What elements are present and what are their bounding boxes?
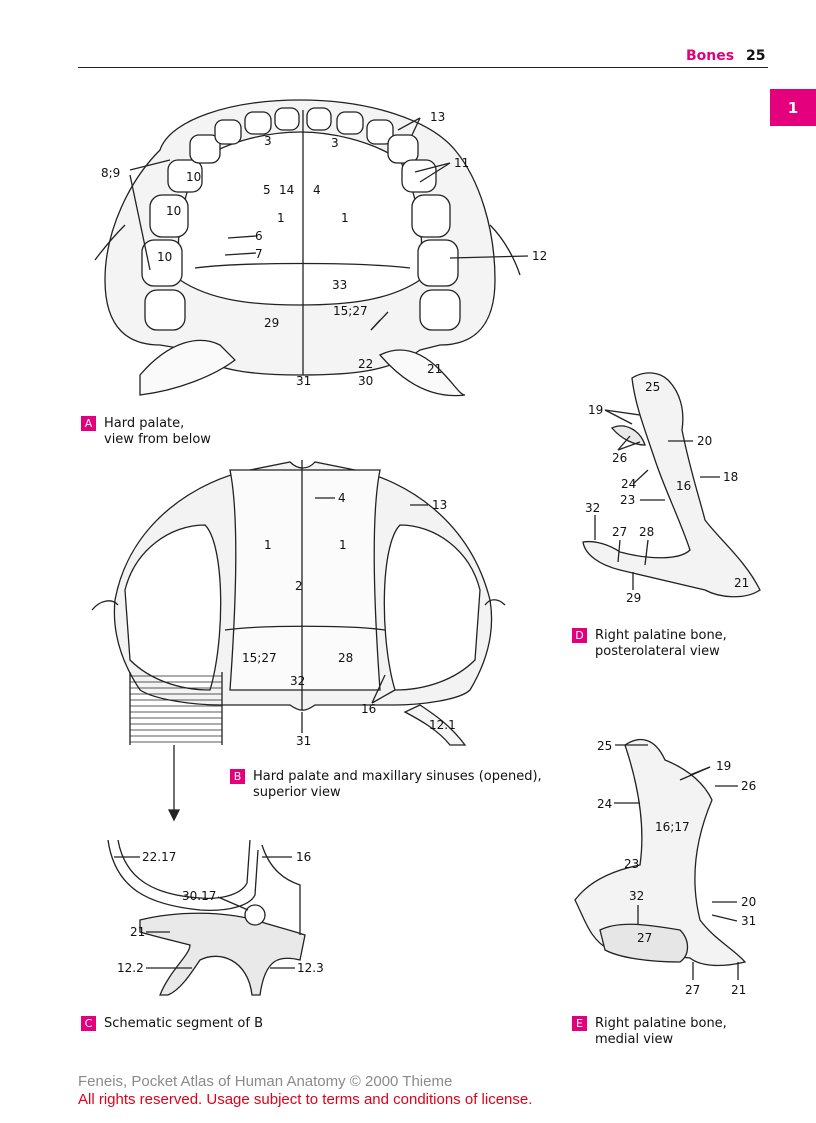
label: 4 bbox=[313, 183, 321, 197]
schematic-segment-drawing bbox=[107, 839, 306, 996]
label: 15;27 bbox=[242, 651, 277, 665]
label: 30.17 bbox=[182, 889, 217, 903]
label: 16 bbox=[296, 850, 312, 864]
label: 26 bbox=[612, 451, 628, 465]
label: 1 bbox=[277, 211, 285, 225]
label: 29 bbox=[264, 316, 280, 330]
label: 27 bbox=[685, 983, 701, 997]
label: 7 bbox=[255, 247, 263, 261]
label: 31 bbox=[741, 914, 757, 928]
label: 32 bbox=[290, 674, 306, 688]
label: 27 bbox=[637, 931, 653, 945]
label: 21 bbox=[130, 925, 146, 939]
label: 1 bbox=[339, 538, 347, 552]
label: 10 bbox=[157, 250, 173, 264]
label: 14 bbox=[279, 183, 295, 197]
label: 3 bbox=[264, 134, 272, 148]
caption-line: Right palatine bone, bbox=[595, 628, 727, 643]
header-rule bbox=[78, 67, 768, 68]
label: 8;9 bbox=[101, 166, 121, 180]
caption-figure-e: E Right palatine bone, medial view bbox=[572, 1016, 727, 1048]
palatine-posterolateral-drawing bbox=[582, 372, 761, 598]
figure-badge-d: D bbox=[572, 628, 587, 643]
figure-badge-c: C bbox=[81, 1016, 96, 1031]
figure-badge-a: A bbox=[81, 416, 96, 431]
label: 24 bbox=[597, 797, 613, 811]
label: 21 bbox=[734, 576, 750, 590]
label: 2 bbox=[295, 579, 303, 593]
label: 28 bbox=[639, 525, 655, 539]
label: 4 bbox=[338, 491, 346, 505]
copyright-credit: Feneis, Pocket Atlas of Human Anatomy © … bbox=[78, 1073, 453, 1090]
label: 1 bbox=[264, 538, 272, 552]
rights-notice: All rights reserved. Usage subject to te… bbox=[78, 1091, 533, 1108]
label: 13 bbox=[432, 498, 448, 512]
caption-line: view from below bbox=[104, 432, 211, 447]
label: 28 bbox=[338, 651, 354, 665]
label: 16;17 bbox=[655, 820, 690, 834]
hard-palate-inferior-drawing bbox=[94, 99, 529, 397]
label: 12 bbox=[532, 249, 548, 263]
hard-palate-superior-drawing bbox=[91, 460, 506, 822]
label: 27 bbox=[612, 525, 628, 539]
caption-line: Right palatine bone, bbox=[595, 1016, 727, 1031]
label: 20 bbox=[697, 434, 713, 448]
caption-line: posterolateral view bbox=[595, 644, 720, 659]
label: 6 bbox=[255, 229, 263, 243]
label: 16 bbox=[676, 479, 692, 493]
label: 12.1 bbox=[429, 718, 456, 732]
caption-line: medial view bbox=[595, 1032, 674, 1047]
chapter-tab: 1 bbox=[770, 89, 816, 126]
label: 5 bbox=[263, 183, 271, 197]
label: 25 bbox=[645, 380, 661, 394]
label: 10 bbox=[186, 170, 202, 184]
label: 18 bbox=[723, 470, 739, 484]
label: 22.17 bbox=[142, 850, 177, 864]
label: 19 bbox=[588, 403, 604, 417]
palatine-medial-drawing bbox=[574, 738, 747, 980]
caption-line: Hard palate, bbox=[104, 416, 185, 431]
label: 15;27 bbox=[333, 304, 368, 318]
label: 29 bbox=[626, 591, 642, 605]
label: 1 bbox=[341, 211, 349, 225]
figure-badge-e: E bbox=[572, 1016, 587, 1031]
label: 31 bbox=[296, 374, 312, 388]
label: 31 bbox=[296, 734, 312, 748]
label: 21 bbox=[427, 362, 443, 376]
label: 12.2 bbox=[117, 961, 144, 975]
caption-figure-c: C Schematic segment of B bbox=[81, 1016, 263, 1032]
label: 10 bbox=[166, 204, 182, 218]
label: 23 bbox=[620, 493, 636, 507]
label: 26 bbox=[741, 779, 757, 793]
label: 23 bbox=[624, 857, 640, 871]
label: 13 bbox=[430, 110, 446, 124]
label: 12.3 bbox=[297, 961, 324, 975]
caption-figure-b: B Hard palate and maxillary sinuses (ope… bbox=[230, 769, 542, 801]
caption-line: superior view bbox=[253, 785, 341, 800]
figure-badge-b: B bbox=[230, 769, 245, 784]
label: 33 bbox=[332, 278, 348, 292]
label: 25 bbox=[597, 739, 613, 753]
caption-line: Hard palate and maxillary sinuses (opene… bbox=[253, 769, 542, 784]
page-number: 25 bbox=[746, 48, 766, 64]
label: 20 bbox=[741, 895, 757, 909]
section-title: Bones bbox=[686, 48, 735, 64]
label: 11 bbox=[454, 156, 470, 170]
label: 22 bbox=[358, 357, 374, 371]
label: 32 bbox=[629, 889, 645, 903]
label: 30 bbox=[358, 374, 374, 388]
caption-figure-d: D Right palatine bone, posterolateral vi… bbox=[572, 628, 727, 660]
caption-line: Schematic segment of B bbox=[104, 1016, 263, 1031]
label: 16 bbox=[361, 702, 377, 716]
label: 19 bbox=[716, 759, 732, 773]
label: 24 bbox=[621, 477, 637, 491]
label: 21 bbox=[731, 983, 747, 997]
label: 3 bbox=[331, 136, 339, 150]
label: 32 bbox=[585, 501, 601, 515]
caption-figure-a: A Hard palate, view from below bbox=[81, 416, 211, 448]
